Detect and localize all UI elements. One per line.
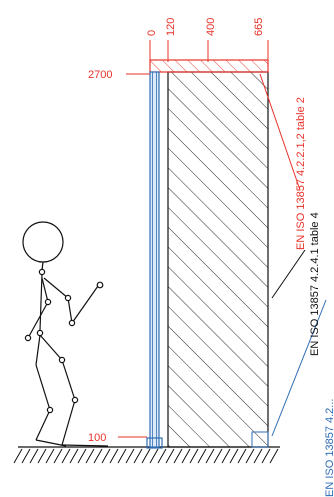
reach-zone-top — [149, 59, 269, 73]
red-leader — [259, 73, 301, 191]
reference-blue: EN ISO 13857 4.2... — [324, 399, 334, 497]
reference-red: EN ISO 13857 4.2.2.1,2 table 2 — [295, 97, 307, 250]
base-fixture — [251, 431, 269, 448]
height-marker-bottom: 100 — [88, 432, 147, 444]
dim-label-665: 665 — [253, 18, 265, 36]
ground-hatch-icon — [13, 446, 280, 464]
black-leader — [271, 249, 306, 299]
hazard-zone — [167, 71, 269, 448]
top-dimension-labels: 0 120 400 665 — [146, 18, 265, 36]
height-bottom-label: 100 — [88, 432, 106, 444]
dim-label-120: 120 — [165, 18, 177, 36]
blue-leader — [271, 299, 327, 437]
reference-black: EN ISO 13857 4.2.4.1 table 4 — [309, 212, 321, 356]
height-marker-top: 2700 — [88, 69, 150, 81]
dim-label-400: 400 — [205, 18, 217, 36]
top-dimension — [149, 40, 269, 62]
person-figure-icon — [22, 221, 109, 447]
height-top-label: 2700 — [88, 69, 112, 81]
guard-panel — [149, 71, 160, 448]
dim-label-0: 0 — [146, 30, 158, 36]
guard-base — [146, 437, 163, 449]
